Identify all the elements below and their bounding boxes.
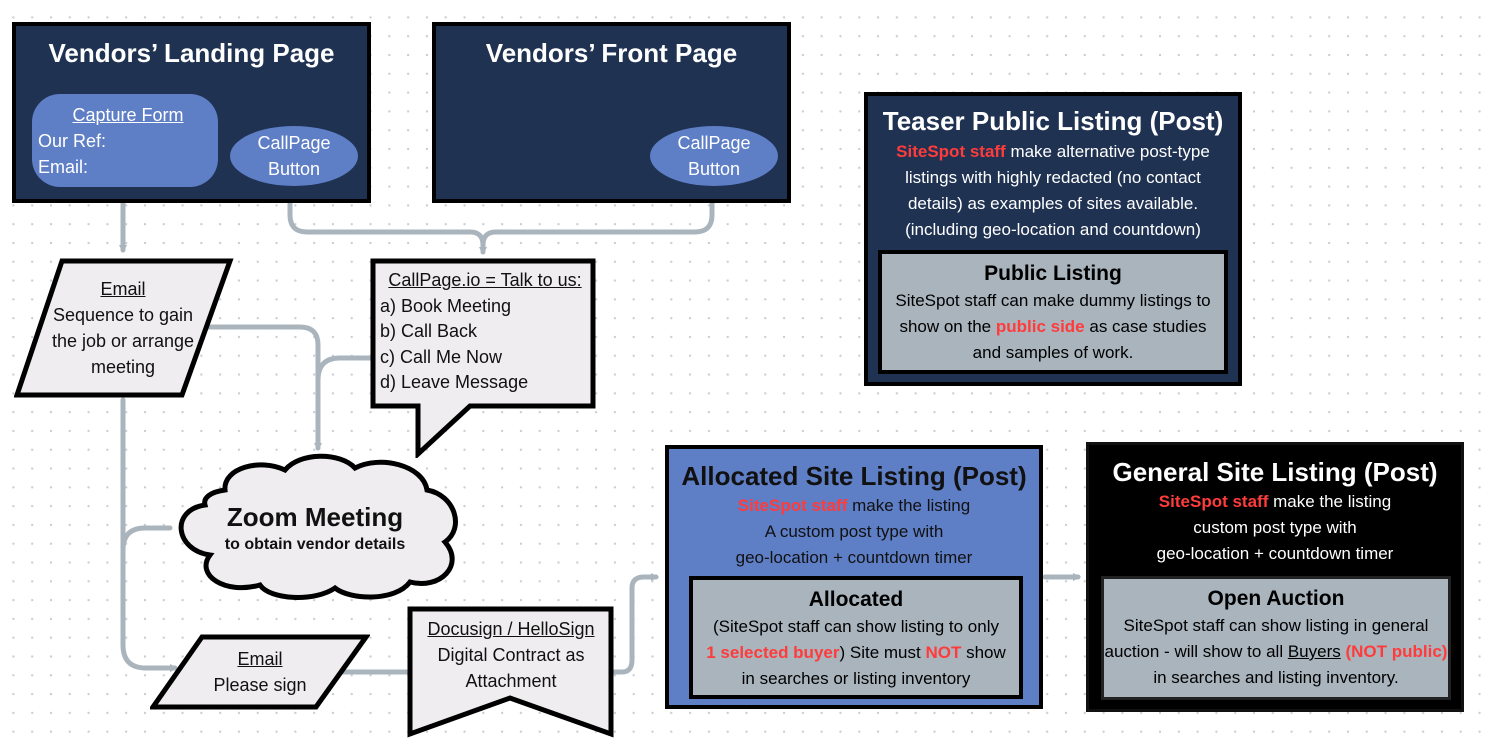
teaser-highlight: SiteSpot staff bbox=[896, 142, 1006, 161]
general-line1: make the listing bbox=[1268, 492, 1392, 511]
email-sequence-line: Sequence to gain bbox=[52, 305, 194, 325]
option-call-back[interactable]: b) Call Back bbox=[380, 321, 478, 341]
option-book-meeting[interactable]: a) Book Meeting bbox=[380, 295, 512, 316]
docusign-line: Attachment bbox=[465, 671, 557, 691]
allocated-listing-box: Allocated Site Listing (Post) SiteSpot s… bbox=[665, 445, 1043, 709]
zoom-meeting-cloud bbox=[178, 453, 458, 600]
open-auction-title: Open Auction bbox=[1207, 587, 1345, 610]
front-callpage-button[interactable]: CallPage Button bbox=[650, 126, 778, 186]
email-sequence-text: Email Sequence to gain the job or arrang… bbox=[40, 276, 206, 380]
email-sign-body: Please sign bbox=[213, 675, 307, 695]
allocated-inner-box: Allocated (SiteSpot staff can show listi… bbox=[689, 576, 1023, 699]
option-leave-message[interactable]: d) Leave Message bbox=[380, 372, 529, 392]
open-auction-line1: SiteSpot staff can show listing in gener… bbox=[1123, 616, 1429, 635]
allocated-inner-title: Allocated bbox=[808, 588, 904, 611]
email-sign-shape bbox=[150, 634, 370, 710]
email-sequence-title: Email bbox=[100, 279, 146, 299]
zoom-meeting-text: Zoom Meeting to obtain vendor details bbox=[180, 500, 450, 556]
allocated-line2: A custom post type with bbox=[764, 522, 944, 541]
general-line3: geo-location + countdown timer bbox=[1156, 544, 1394, 563]
docusign-title: Docusign / HelloSign bbox=[427, 619, 595, 639]
allocated-highlight: SiteSpot staff bbox=[737, 496, 848, 515]
public-listing-text-1: SiteSpot staff can make dummy listings t… bbox=[895, 291, 1211, 336]
docusign-shape bbox=[407, 606, 614, 738]
general-line2: custom post type with bbox=[1193, 518, 1357, 537]
front-page-box: Vendors’ Front Page CallPage Button bbox=[432, 22, 791, 203]
teaser-listing-box: Teaser Public Listing (Post) SiteSpot st… bbox=[864, 92, 1242, 386]
connector-docusign-to-allocated bbox=[609, 573, 659, 675]
landing-page-box: Vendors’ Landing Page Capture Form Our R… bbox=[12, 22, 371, 203]
landing-callpage-button[interactable]: CallPage Button bbox=[230, 126, 358, 186]
connector-callout-to-zoom bbox=[315, 355, 375, 383]
open-auction-box: Open Auction SiteSpot staff can show lis… bbox=[1101, 576, 1451, 700]
zoom-meeting-subtitle: to obtain vendor details bbox=[224, 536, 406, 553]
allocated-line1: make the listing bbox=[847, 496, 971, 515]
allocated-inner-line1: (SiteSpot staff can show listing to only bbox=[712, 617, 999, 636]
selected-buyer-highlight: 1 selected buyer bbox=[706, 643, 840, 662]
capture-form[interactable]: Capture Form Our Ref: Email: bbox=[32, 94, 218, 187]
public-listing-title: Public Listing bbox=[984, 262, 1122, 285]
front-page-title: Vendors’ Front Page bbox=[485, 38, 738, 68]
public-listing-text: SiteSpot staff can make dummy listings t… bbox=[882, 288, 1224, 366]
callpage-button-line1: CallPage bbox=[677, 133, 751, 153]
docusign-text: Docusign / HelloSign Digital Contract as… bbox=[412, 616, 610, 694]
public-listing-text-2: as case studies and samples of work. bbox=[972, 317, 1207, 362]
teaser-description: SiteSpot staff make alternative post-typ… bbox=[868, 137, 1238, 243]
connector-zoom-to-line bbox=[120, 525, 173, 553]
email-sign-text: Email Please sign bbox=[190, 646, 330, 698]
landing-page-title: Vendors’ Landing Page bbox=[48, 38, 335, 68]
allocated-inner-mid: ) Site must bbox=[839, 643, 926, 662]
callpage-button-line2: Button bbox=[687, 159, 741, 179]
callout-title: CallPage.io = Talk to us: bbox=[388, 270, 582, 290]
email-sequence-line: the job or arrange bbox=[51, 331, 195, 351]
option-call-me-now[interactable]: c) Call Me Now bbox=[380, 346, 503, 367]
public-side-highlight: public side bbox=[995, 317, 1085, 336]
zoom-meeting-title: Zoom Meeting bbox=[226, 502, 404, 532]
docusign-line: Digital Contract as bbox=[437, 645, 585, 665]
email-sequence-shape bbox=[14, 258, 234, 398]
callpage-callout-shape bbox=[370, 258, 596, 458]
allocated-inner-after: show bbox=[961, 643, 1006, 662]
allocated-title: Allocated Site Listing (Post) bbox=[681, 461, 1027, 491]
callpage-button-line2: Button bbox=[267, 159, 321, 179]
callpage-button-line1: CallPage bbox=[257, 133, 331, 153]
public-listing-box: Public Listing SiteSpot staff can make d… bbox=[878, 250, 1228, 374]
not-public-highlight: (NOT public) bbox=[1340, 642, 1448, 661]
general-description: SiteSpot staff make the listing custom p… bbox=[1089, 489, 1461, 567]
allocated-line3: geo-location + countdown timer bbox=[735, 548, 973, 567]
buyers-link: Buyers bbox=[1287, 642, 1341, 661]
open-auction-line3: in searches and listing inventory. bbox=[1153, 668, 1399, 687]
allocated-description: SiteSpot staff make the listing A custom… bbox=[669, 493, 1039, 571]
general-listing-box: General Site Listing (Post) SiteSpot sta… bbox=[1086, 442, 1464, 712]
email-field[interactable]: Email: bbox=[38, 157, 89, 177]
open-auction-text: SiteSpot staff can show listing in gener… bbox=[1104, 613, 1448, 691]
email-sequence-line: meeting bbox=[90, 357, 156, 377]
allocated-inner-text: (SiteSpot staff can show listing to only… bbox=[693, 614, 1019, 692]
general-title: General Site Listing (Post) bbox=[1112, 457, 1438, 487]
our-ref-field[interactable]: Our Ref: bbox=[38, 131, 107, 151]
capture-form-title: Capture Form bbox=[72, 105, 184, 125]
open-auction-line2: auction - will show to all bbox=[1104, 642, 1288, 661]
general-highlight: SiteSpot staff bbox=[1158, 492, 1269, 511]
teaser-title: Teaser Public Listing (Post) bbox=[882, 106, 1224, 136]
email-sign-title: Email bbox=[237, 649, 283, 669]
allocated-inner-line3: in searches or listing inventory bbox=[741, 669, 971, 688]
not-highlight: NOT bbox=[925, 643, 962, 662]
callpage-callout-text: CallPage.io = Talk to us: a) Book Meetin… bbox=[380, 268, 590, 396]
teaser-desc-text: make alternative post-type listings with… bbox=[905, 142, 1210, 239]
